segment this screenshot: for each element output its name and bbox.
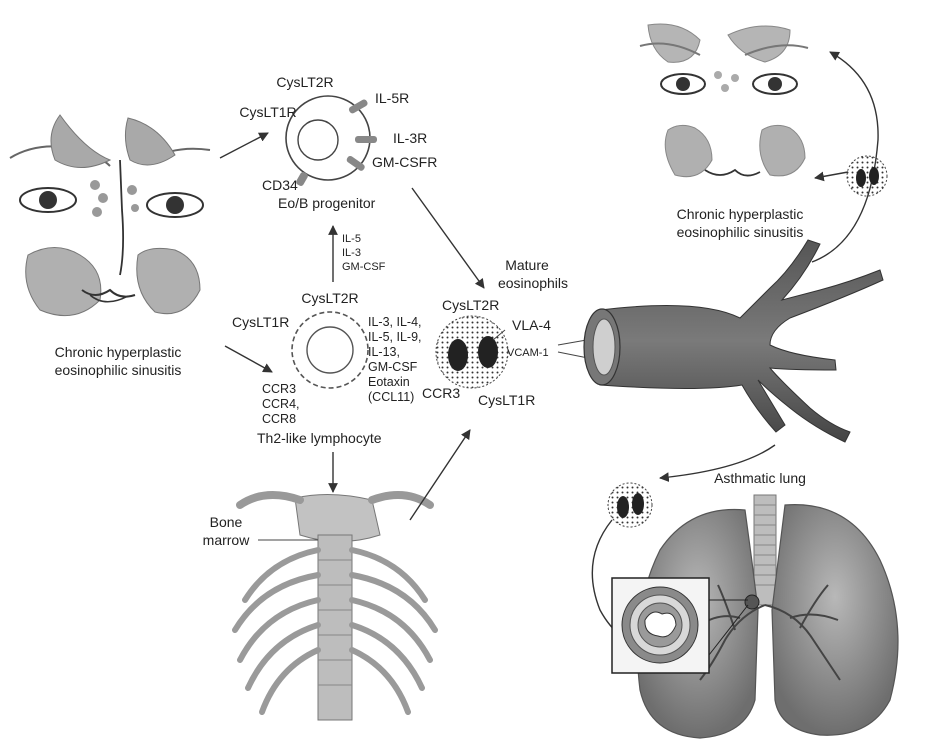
eosinophil-ccr3-label: CCR3 [422, 385, 460, 401]
progenitor-il5r-label: IL-5R [375, 90, 409, 106]
progenitor-il3r-label: IL-3R [393, 130, 427, 146]
arrow-eosinophil-to-right-sinus [815, 172, 848, 178]
lymphocyte-cyslt2r-label: CysLT2R [301, 290, 358, 306]
airway-bronchi-illustration [584, 240, 883, 442]
right-face-caption-line2: eosinophilic sinusitis [677, 224, 804, 240]
eosinophil-vcam1-label: VCAM-1 [507, 347, 549, 359]
eosinophil-vla4-label: VLA-4 [512, 317, 551, 333]
right-face-illustration [640, 24, 808, 177]
cytokine-item: GM-CSF [342, 261, 386, 273]
cytokine-list: IL-5 IL-3 GM-CSF [342, 233, 386, 273]
arrow-face-to-progenitor [220, 133, 268, 158]
eosinophil-title-line1: Mature [505, 257, 549, 273]
secreted-cytokine-list: IL-3, IL-4, IL-5, IL-9, IL-13, GM-CSF Eo… [368, 315, 422, 404]
lymphocyte-cyslt1r-label: CysLT1R [232, 314, 289, 330]
secreted-cytokine-item: (CCL11) [368, 390, 414, 404]
chemokine-receptor-item: CCR4, [262, 397, 300, 411]
progenitor-cyslt2r-label: CysLT2R [276, 74, 333, 90]
arrow-bone-marrow-to-eosinophil [410, 430, 470, 520]
left-face-caption-line2: eosinophilic sinusitis [55, 362, 182, 378]
progenitor-cd34-label: CD34 [262, 177, 298, 193]
secreted-cytokine-item: IL-5, IL-9, [368, 330, 422, 344]
secreted-cytokine-item: IL-3, IL-4, [368, 315, 422, 329]
bone-marrow-label-line2: marrow [203, 532, 251, 548]
spine-bone-marrow-illustration [235, 494, 435, 720]
left-face-caption-line1: Chronic hyperplastic [55, 344, 182, 360]
asthmatic-lung-label: Asthmatic lung [714, 470, 806, 486]
eosinophil-cyslt2r-label: CysLT2R [442, 297, 499, 313]
chemokine-receptor-item: CCR3 [262, 382, 296, 396]
progenitor-cyslt1r-label: CysLT1R [239, 104, 296, 120]
progenitor-name-label: Eo/B progenitor [278, 195, 376, 211]
right-face-caption-line1: Chronic hyperplastic [677, 206, 804, 222]
cytokine-item: IL-3 [342, 247, 361, 259]
secreted-cytokine-item: Eotaxin [368, 375, 410, 389]
progenitor-cell [286, 96, 377, 187]
lymphocyte-name-label: Th2-like lymphocyte [257, 430, 382, 446]
eosinophil-cyslt1r-label: CysLT1R [478, 392, 535, 408]
chemokine-receptor-list: CCR3 CCR4, CCR8 [262, 382, 300, 426]
chemokine-receptor-item: CCR8 [262, 412, 296, 426]
arrow-progenitor-to-eosinophil [412, 188, 484, 288]
lung-eosinophil-icon [608, 483, 652, 527]
th2-lymphocyte-cell [292, 312, 368, 388]
cytokine-item: IL-5 [342, 233, 361, 245]
bone-marrow-label-line1: Bone [210, 514, 243, 530]
progenitor-gmcsfr-label: GM-CSFR [372, 154, 437, 170]
mature-eosinophil-cell [436, 316, 508, 388]
secreted-cytokine-item: IL-13, [368, 345, 400, 359]
secreted-cytokine-item: GM-CSF [368, 360, 418, 374]
left-face-illustration [10, 115, 210, 316]
arrow-face-to-lymphocyte [225, 346, 272, 372]
small-eosinophil-icon [847, 156, 887, 196]
il3r-receptor-icon [355, 136, 377, 143]
eosinophil-title-line2: eosinophils [498, 275, 568, 291]
